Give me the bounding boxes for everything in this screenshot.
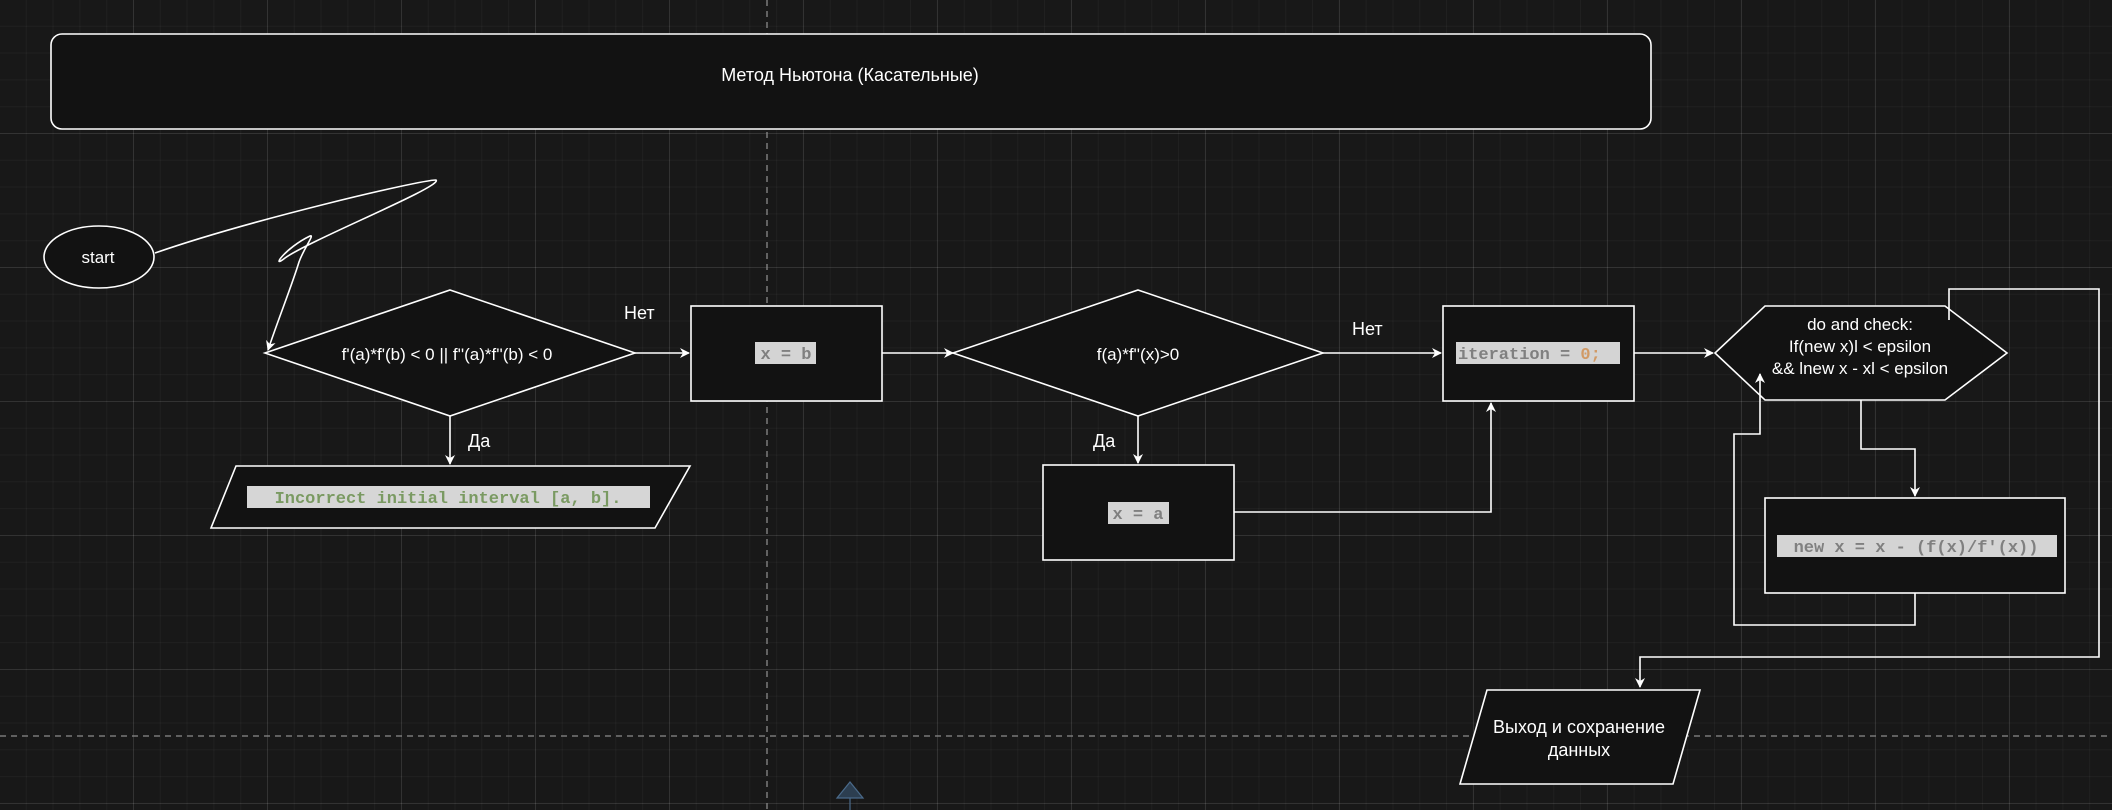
exit-output-node[interactable] xyxy=(1458,689,1702,785)
update-label: new x = x - (f(x)/f'(x)) xyxy=(1794,539,2039,558)
assign-a-highlight xyxy=(1108,502,1169,524)
assign-b-highlight xyxy=(755,342,816,364)
loop-line-2: If(new x)l < epsilon xyxy=(1789,337,1931,356)
label-yes-1: Да xyxy=(468,431,491,451)
assign-b-label: x = b xyxy=(760,346,811,365)
loop-line-1: do and check: xyxy=(1807,315,1913,334)
label-yes-2: Да xyxy=(1093,431,1116,451)
edge-start-to-interval-check[interactable] xyxy=(154,179,437,351)
title-container[interactable] xyxy=(50,33,1652,130)
update-highlight xyxy=(1777,535,2057,557)
loop-line-3: && lnew x - xl < epsilon xyxy=(1772,359,1948,378)
iteration-semicolon: ; xyxy=(1591,346,1601,365)
iteration-var: iteration = xyxy=(1458,346,1580,365)
decision-sign-check-label: f(a)*f''(x)>0 xyxy=(1097,345,1180,364)
edge-update-back-to-loop[interactable] xyxy=(1733,373,1916,626)
edge-assign-a-to-iteration[interactable] xyxy=(1234,402,1496,513)
start-node[interactable] xyxy=(43,225,155,289)
iteration-number: 0 xyxy=(1580,346,1590,365)
edge-loop-to-update[interactable] xyxy=(1860,400,1920,497)
exit-line-2: данных xyxy=(1548,740,1610,760)
decision-interval-check-label: f'(a)*f'(b) < 0 || f''(a)*f''(b) < 0 xyxy=(342,345,553,364)
iteration-highlight xyxy=(1456,342,1620,364)
error-output-label: Incorrect initial interval [a, b]. xyxy=(275,490,622,509)
exit-line-1: Выход и сохранение xyxy=(1493,717,1665,737)
assign-a-label: x = a xyxy=(1112,506,1163,525)
loop-check-node[interactable] xyxy=(1713,305,2009,401)
label-no-2: Нет xyxy=(1352,319,1383,339)
label-no-1: Нет xyxy=(624,303,655,323)
iteration-label: iteration = 0; xyxy=(1458,346,1601,365)
scroll-handle-icon[interactable] xyxy=(835,781,865,810)
edge-loop-to-exit[interactable] xyxy=(1635,288,2100,688)
start-label: start xyxy=(81,248,114,267)
diagram-title: Метод Ньютона (Касательные) xyxy=(721,65,979,85)
error-output-highlight xyxy=(247,486,650,508)
